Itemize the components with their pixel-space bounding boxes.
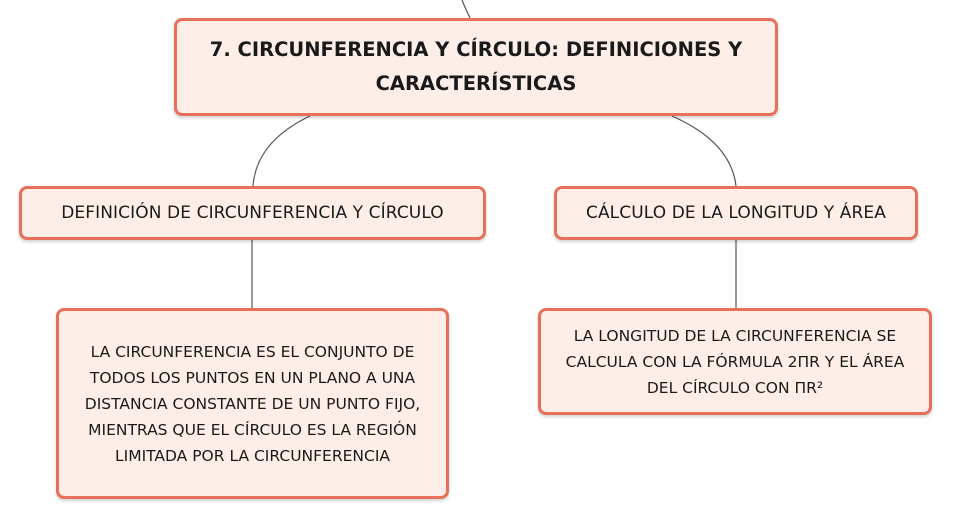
- definition-topic-node[interactable]: DEFINICIÓN DE CIRCUNFERENCIA Y CÍRCULO: [19, 186, 486, 240]
- connector-root-to-calculation: [671, 115, 737, 187]
- calculation-detail-text: LA LONGITUD DE LA CIRCUNFERENCIA SE CALC…: [565, 326, 905, 397]
- calculation-topic-label: CÁLCULO DE LA LONGITUD Y ÁREA: [585, 203, 887, 223]
- definition-topic-label: DEFINICIÓN DE CIRCUNFERENCIA Y CÍRCULO: [61, 203, 444, 223]
- root-topic-label: 7. CIRCUNFERENCIA Y CÍRCULO: DEFINICIONE…: [209, 38, 743, 95]
- definition-detail-text: LA CIRCUNFERENCIA ES EL CONJUNTO DE TODO…: [84, 342, 421, 465]
- definition-detail-node[interactable]: LA CIRCUNFERENCIA ES EL CONJUNTO DE TODO…: [56, 308, 449, 499]
- calculation-topic-node[interactable]: CÁLCULO DE LA LONGITUD Y ÁREA: [554, 186, 918, 240]
- connector-parent-to-root: [461, 0, 471, 19]
- connector-root-to-definition: [252, 115, 311, 187]
- calculation-detail-node[interactable]: LA LONGITUD DE LA CIRCUNFERENCIA SE CALC…: [538, 308, 932, 415]
- root-topic-node[interactable]: 7. CIRCUNFERENCIA Y CÍRCULO: DEFINICIONE…: [174, 18, 778, 116]
